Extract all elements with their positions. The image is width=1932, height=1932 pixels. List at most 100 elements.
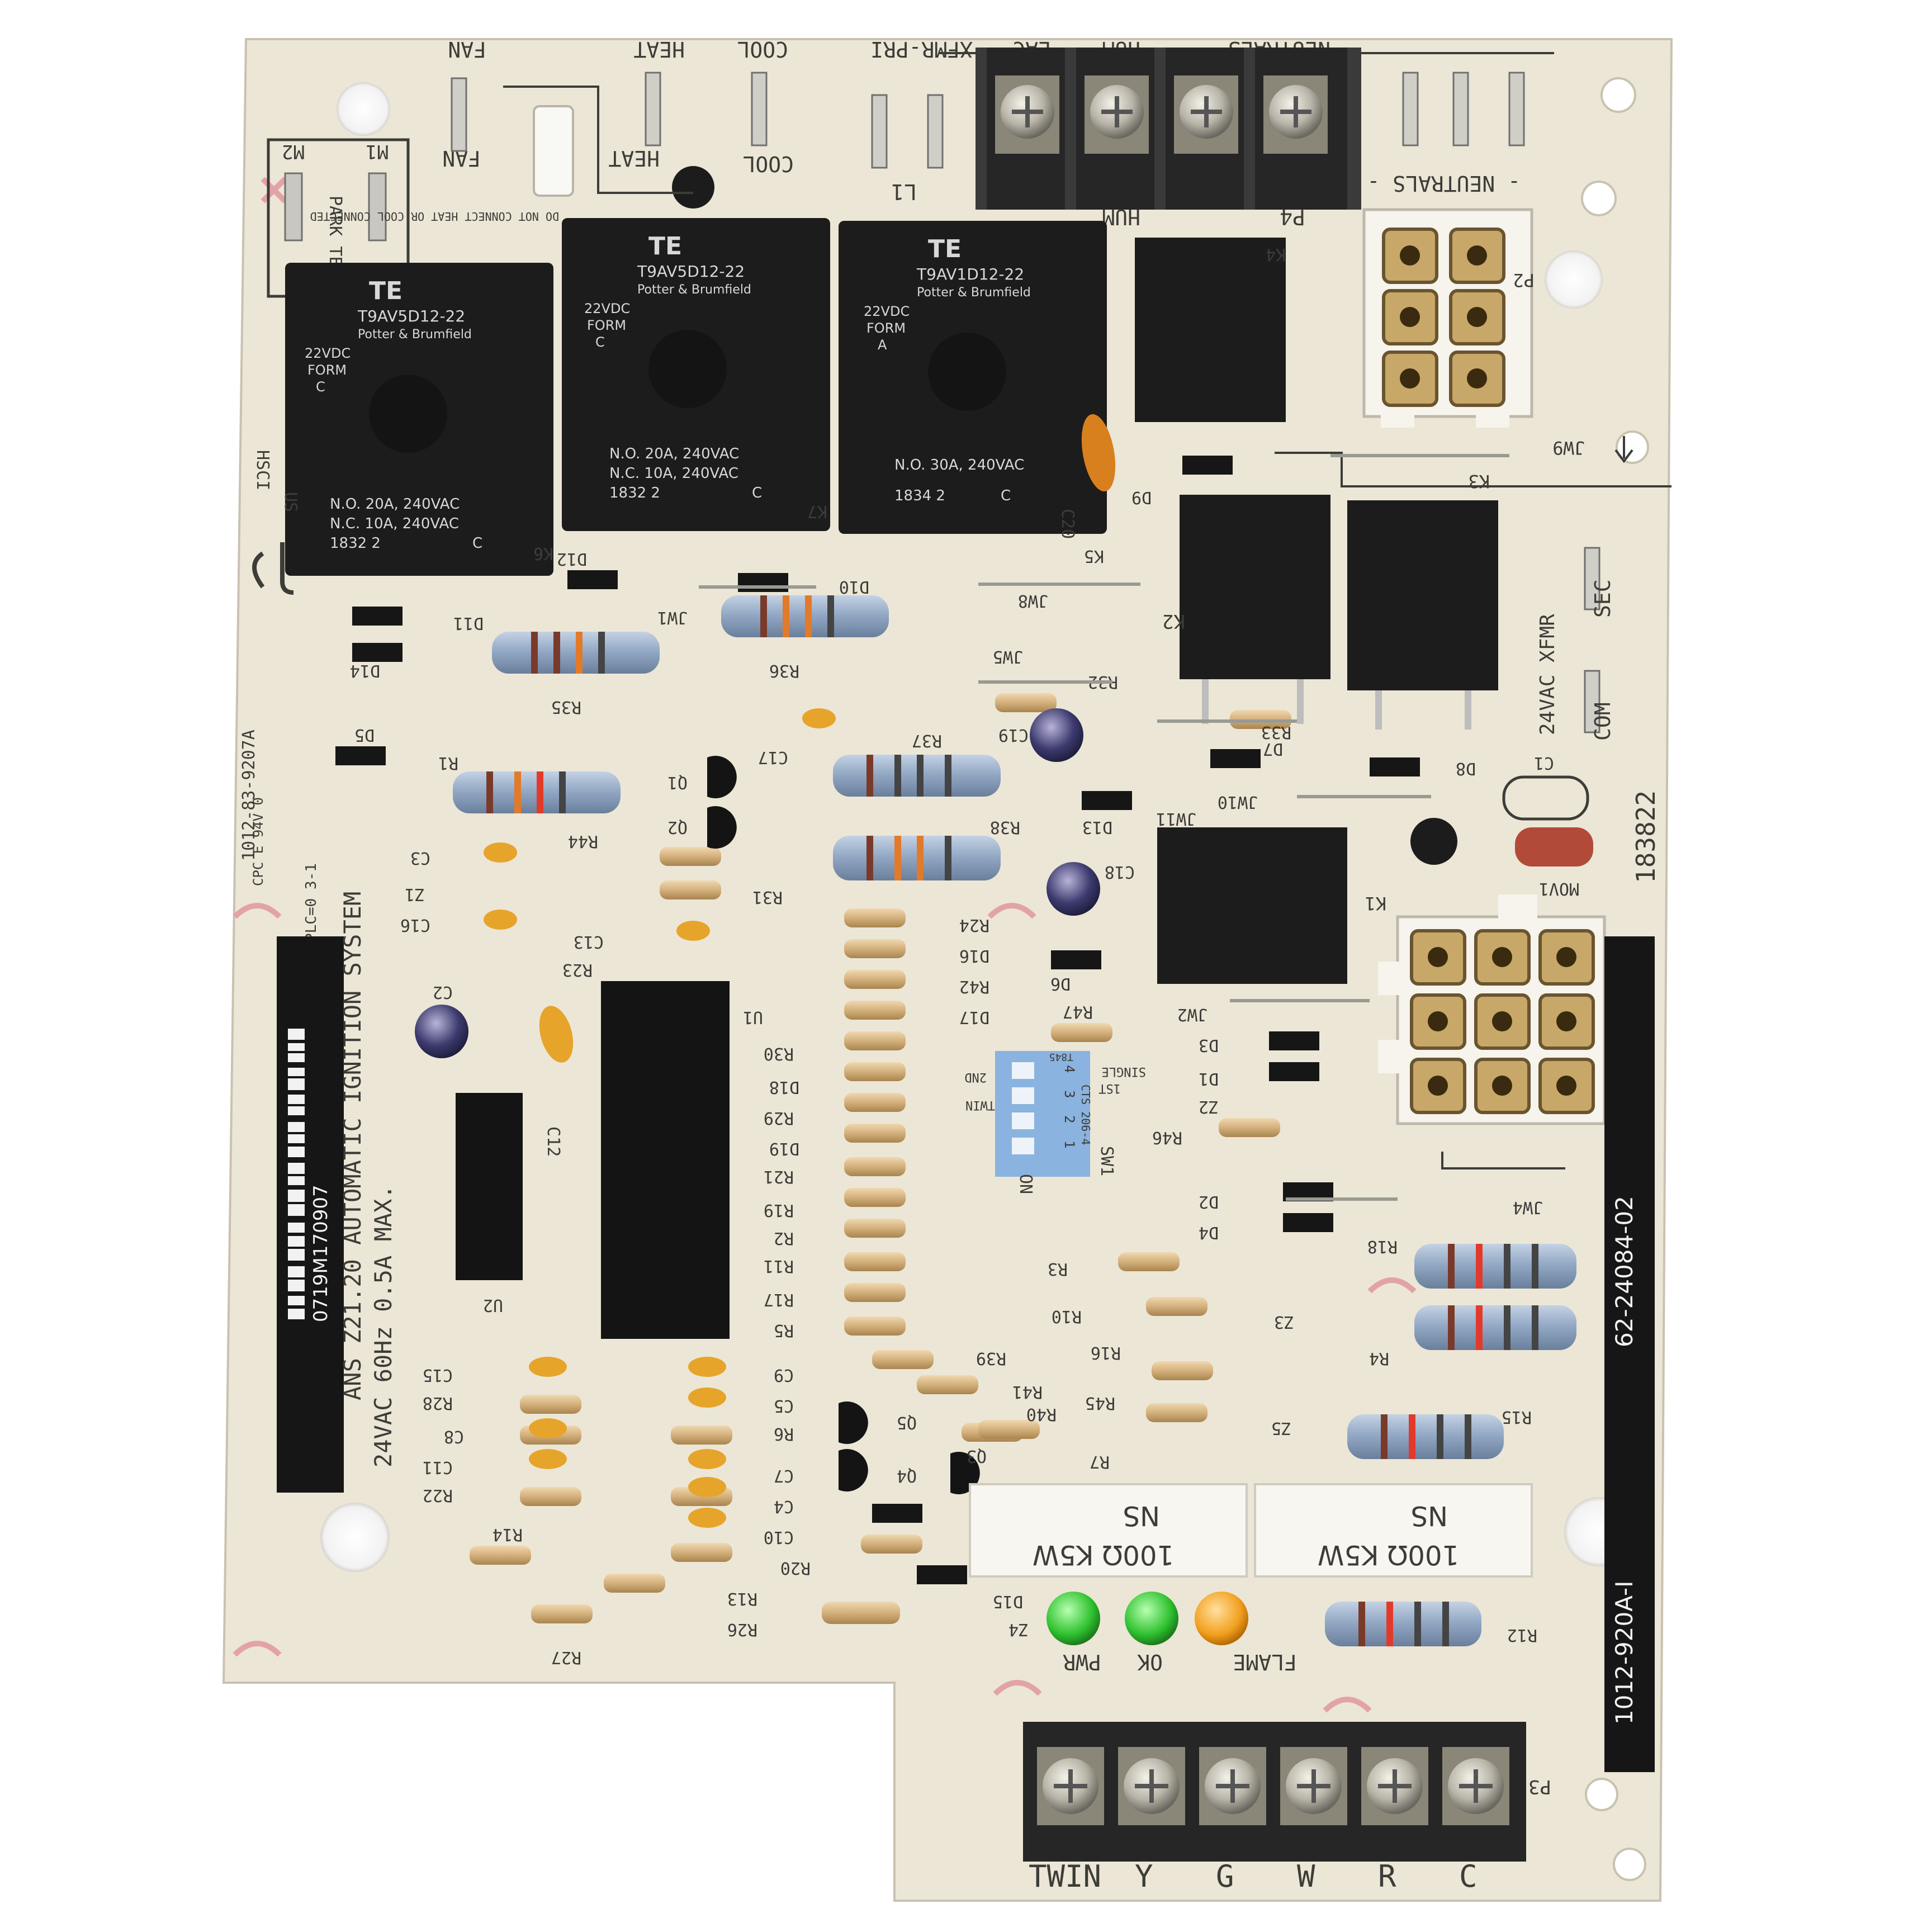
- svg-text:D1: D1: [1199, 1069, 1219, 1088]
- svg-text:K6: K6: [533, 543, 553, 563]
- svg-text:XFMR-PRI: XFMR-PRI: [870, 37, 973, 61]
- svg-text:ON: ON: [1016, 1174, 1035, 1194]
- svg-text:Potter & Brumfield: Potter & Brumfield: [917, 286, 1031, 300]
- connector-p2[interactable]: [1362, 208, 1533, 428]
- svg-text:Z5: Z5: [1271, 1418, 1291, 1438]
- svg-text:TE: TE: [369, 277, 402, 305]
- svg-text:JW2: JW2: [1177, 1005, 1208, 1024]
- svg-text:R19: R19: [764, 1200, 794, 1220]
- svg-text:R29: R29: [764, 1108, 794, 1128]
- svg-text:D15: D15: [993, 1592, 1023, 1611]
- svg-text:D6: D6: [1050, 974, 1071, 993]
- factory-marks: [233, 177, 1417, 1713]
- svg-text:Potter & Brumfield: Potter & Brumfield: [637, 283, 751, 297]
- svg-text:C: C: [1001, 487, 1011, 504]
- svg-text:Q2: Q2: [667, 817, 688, 837]
- svg-text:PWR: PWR: [1063, 1650, 1101, 1674]
- svg-text:C3: C3: [410, 848, 430, 868]
- electrolytic-capacitors: [415, 708, 1100, 1058]
- svg-text:Potter & Brumfield: Potter & Brumfield: [358, 328, 472, 342]
- svg-text:C5: C5: [774, 1396, 794, 1415]
- svg-text:D18: D18: [769, 1077, 799, 1097]
- svg-text:T9AV5D12-22: T9AV5D12-22: [637, 262, 745, 281]
- svg-text:C18: C18: [1105, 862, 1135, 882]
- svg-text:C: C: [472, 535, 482, 552]
- relay-k7: TE T9AV5D12-22 Potter & Brumfield 22VDC …: [562, 218, 830, 531]
- svg-text:Z3: Z3: [1274, 1312, 1294, 1332]
- svg-text:R17: R17: [764, 1290, 794, 1309]
- label-ul: US: [281, 492, 300, 512]
- svg-text:D11: D11: [453, 613, 484, 633]
- svg-text:- NEUTRALS -: - NEUTRALS -: [1367, 171, 1521, 196]
- svg-text:R40: R40: [1026, 1404, 1057, 1424]
- svg-text:22VDC: 22VDC: [864, 304, 910, 319]
- svg-text:R45: R45: [1085, 1393, 1115, 1413]
- svg-text:R10: R10: [1052, 1306, 1082, 1326]
- reset-button[interactable]: [1410, 818, 1457, 865]
- svg-text:0719M170907: 0719M170907: [310, 1185, 332, 1322]
- svg-text:R6: R6: [774, 1424, 794, 1443]
- svg-text:Q5: Q5: [897, 1413, 917, 1432]
- svg-text:JW5: JW5: [993, 647, 1023, 666]
- bottom-terminal-labels: TWIN Y G W R C: [1029, 1859, 1478, 1894]
- svg-text:K5: K5: [1084, 546, 1104, 566]
- svg-text:D9: D9: [1131, 487, 1152, 507]
- svg-text:TWIN: TWIN: [1029, 1859, 1101, 1894]
- ceramic-capacitors: [484, 708, 836, 1528]
- relay-k5: TE T9AV1D12-22 Potter & Brumfield 22VDC …: [839, 221, 1107, 566]
- svg-text:SINGLE: SINGLE: [1102, 1064, 1146, 1078]
- label-jw9: JW9: [1552, 437, 1585, 458]
- svg-text:TE: TE: [928, 235, 962, 263]
- svg-text:C: C: [595, 334, 605, 350]
- svg-text:OK: OK: [1137, 1650, 1163, 1674]
- led-pwr: PWR: [1046, 1592, 1101, 1674]
- svg-text:R23: R23: [562, 960, 593, 979]
- svg-text:D3: D3: [1199, 1035, 1219, 1055]
- svg-text:22VDC: 22VDC: [305, 345, 351, 361]
- svg-text:D7: D7: [1263, 739, 1283, 759]
- svg-text:D5: D5: [354, 725, 375, 745]
- svg-text:Q1: Q1: [667, 773, 688, 792]
- svg-text:JW11: JW11: [1156, 809, 1196, 828]
- relay-k6: TE T9AV5D12-22 Potter & Brumfield 22VDC …: [285, 263, 553, 576]
- label-rating: 24VAC 60Hz 0.5A MAX.: [370, 1185, 397, 1467]
- connector-p1[interactable]: [1378, 894, 1606, 1125]
- svg-text:R47: R47: [1063, 1002, 1093, 1021]
- svg-text:JW1: JW1: [657, 608, 688, 627]
- svg-text:1ST: 1ST: [1098, 1081, 1121, 1095]
- test-button[interactable]: [672, 166, 714, 209]
- svg-text:R44: R44: [568, 831, 598, 851]
- svg-text:Q4: Q4: [897, 1466, 917, 1485]
- svg-text:K4: K4: [1266, 244, 1286, 264]
- svg-text:D12: D12: [557, 549, 587, 569]
- svg-text:R20: R20: [780, 1558, 811, 1578]
- svg-text:FORM: FORM: [866, 320, 906, 336]
- label-com: COM: [1590, 702, 1615, 741]
- svg-text:C2: C2: [433, 982, 453, 1002]
- svg-text:3: 3: [1062, 1090, 1077, 1098]
- svg-text:D8: D8: [1456, 759, 1476, 778]
- right-side-bar: 62-24084-02 1012-920A-I: [1604, 936, 1655, 1772]
- svg-text:R41: R41: [1012, 1382, 1043, 1401]
- svg-text:CTS 206-4: CTS 206-4: [1079, 1085, 1092, 1145]
- dip-switch-sw1[interactable]: 4 3 2 1 CTS 206-4 SW1 ON SINGLE TWIN 1ST…: [964, 1051, 1146, 1194]
- label-system-title: ANS Z21.20 AUTOMATIC IGNITION SYSTEM: [339, 892, 366, 1400]
- label-sec: SEC: [1590, 579, 1615, 618]
- svg-text:D19: D19: [769, 1139, 799, 1158]
- jumper-wires: [699, 454, 1509, 1201]
- relay-k2: K2: [1162, 495, 1330, 724]
- svg-text:JW8: JW8: [1018, 591, 1048, 610]
- svg-text:K1: K1: [1365, 893, 1386, 914]
- svg-text:C12: C12: [543, 1126, 563, 1157]
- svg-text:C20: C20: [1058, 509, 1077, 539]
- svg-text:U2: U2: [483, 1295, 503, 1315]
- svg-text:C11: C11: [423, 1457, 453, 1477]
- terminal-block-p3: P3: [1023, 1722, 1551, 1862]
- svg-text:1834 2: 1834 2: [894, 487, 945, 504]
- power-resistor-2: NS 100Ω K5W: [1254, 1483, 1533, 1578]
- svg-text:62-24084-02: 62-24084-02: [1611, 1196, 1638, 1347]
- svg-text:N.C. 10A, 240VAC: N.C. 10A, 240VAC: [609, 465, 738, 482]
- svg-text:COOL: COOL: [737, 37, 788, 61]
- svg-text:R2: R2: [774, 1228, 794, 1248]
- ul-logo: [252, 542, 294, 595]
